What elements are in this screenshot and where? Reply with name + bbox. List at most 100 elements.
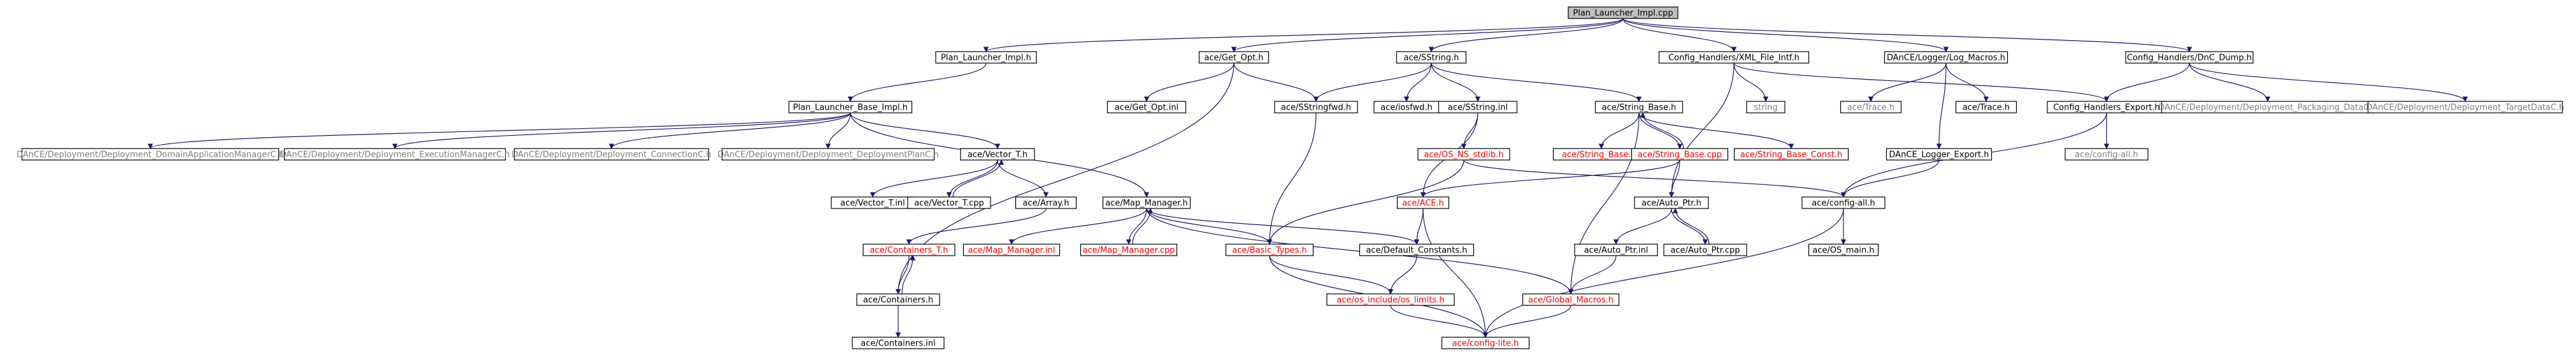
node-label: DAnCE/Deployment/Deployment_Packaging_Da… — [2158, 103, 2377, 113]
graph-node-vector-h[interactable]: ace/Vector_T.h — [960, 148, 1035, 161]
node-box — [1631, 148, 1729, 161]
node-label: ace/Containers_T.h — [869, 246, 948, 256]
graph-node-defconst-h[interactable]: ace/Default_Constants.h — [1359, 244, 1475, 256]
node-box — [1885, 148, 1993, 161]
graph-node-containers-h[interactable]: ace/Containers.h — [856, 293, 940, 306]
graph-node-containers-inl[interactable]: ace/Containers.inl — [852, 337, 945, 349]
graph-node-sstring-inl[interactable]: ace/SString.inl — [1438, 101, 1518, 113]
dependency-edge — [1387, 255, 1417, 295]
graph-node-mm-cpp[interactable]: ace/Map_Manager.cpp — [1080, 244, 1178, 256]
graph-node-configlite-h[interactable]: ace/config-lite.h — [1441, 337, 1530, 349]
graph-node-array-h[interactable]: ace/Array.h — [1015, 196, 1077, 209]
graph-node-autoptr-h[interactable]: ace/Auto_Ptr.h — [1634, 196, 1709, 209]
dependency-edge — [895, 62, 1234, 295]
node-label: string — [1754, 103, 1777, 113]
dependency-edge — [2103, 62, 2190, 102]
graph-node-globalmacros-h[interactable]: ace/Global_Macros.h — [1522, 293, 1620, 306]
node-label: ace/SString.h — [1404, 54, 1459, 63]
graph-node-dlexport-h[interactable]: DAnCE_Logger_Export.h — [1885, 148, 1993, 161]
graph-node-dam-c[interactable]: DAnCE/Deployment/Deployment_DomainApplic… — [17, 148, 284, 161]
dependency-edge — [1868, 62, 1947, 102]
node-label: ace/Map_Manager.cpp — [1083, 246, 1175, 256]
graph-node-string-std[interactable]: string — [1746, 101, 1785, 113]
node-label: ace/config-all.h — [2075, 150, 2138, 160]
dependency-edge — [1146, 208, 1420, 245]
dependency-edge — [1463, 159, 1847, 198]
node-box — [1955, 101, 2017, 113]
graph-node-containers-t[interactable]: ace/Containers_T.h — [862, 244, 955, 256]
graph-node-sb-cpp[interactable]: ace/String_Base.cpp — [1631, 148, 1729, 161]
graph-node-configall-h[interactable]: ace/config-all.h — [1801, 196, 1885, 209]
dependency-edge — [1622, 18, 1737, 52]
graph-node-sb-inl[interactable]: ace/String_Base.inl — [1552, 148, 1650, 161]
node-box — [2064, 148, 2149, 161]
node-box — [1015, 196, 1077, 209]
graph-node-autoptr-cpp[interactable]: ace/Auto_Ptr.cpp — [1663, 244, 1747, 256]
graph-node-ace-h[interactable]: ace/ACE.h — [1396, 196, 1450, 209]
graph-node-vector-inl[interactable]: ace/Vector_T.inl — [831, 196, 915, 209]
graph-node-trace-h-gray[interactable]: ace/Trace.h — [1840, 101, 1902, 113]
graph-node-sbconst-h[interactable]: ace/String_Base_Const.h — [1733, 148, 1849, 161]
graph-node-dtdata-c[interactable]: DAnCE/Deployment/Deployment_TargetDataC.… — [2366, 101, 2565, 113]
graph-node-chexport-h[interactable]: Config_Handlers_Export.h — [2047, 101, 2166, 113]
node-label: ace/String_Base.cpp — [1638, 150, 1722, 160]
dependency-edge — [1638, 112, 1683, 149]
edges-layer — [148, 18, 2468, 338]
node-label: Config_Handlers/XML_File_Intf.h — [1668, 54, 1800, 63]
dependency-edge — [1622, 18, 1949, 52]
node-label: ace/Vector_T.inl — [840, 199, 905, 208]
graph-node-dncdump-h[interactable]: Config_Handlers/DnC_Dump.h — [2125, 51, 2254, 64]
graph-node-dconn-c[interactable]: DAnCE/Deployment/Deployment_ConnectionC.… — [512, 148, 712, 161]
graph-node-mapmgr-h[interactable]: ace/Map_Manager.h — [1102, 196, 1191, 209]
graph-node-configall-gray[interactable]: ace/config-all.h — [2064, 148, 2149, 161]
node-label: ace/Get_Opt.h — [1204, 54, 1263, 63]
node-box — [907, 196, 991, 209]
dependency-edge — [1482, 305, 1571, 338]
dependency-edge — [1428, 18, 1624, 52]
dependency-edge — [1482, 208, 1844, 338]
node-box — [960, 148, 1035, 161]
node-box — [1522, 293, 1620, 306]
node-box — [856, 293, 940, 306]
graph-node-oslimits-h[interactable]: ace/os_include/os_limits.h — [1326, 293, 1455, 306]
graph-node-osmain-h[interactable]: ace/OS_main.h — [1808, 244, 1879, 256]
dependency-edge — [1126, 208, 1147, 245]
node-box — [1663, 244, 1747, 256]
graph-node-mm-inl[interactable]: ace/Map_Manager.inl — [962, 244, 1061, 256]
graph-node-dplan-c[interactable]: DAnCE/Deployment/Deployment_DeploymentPl… — [717, 148, 939, 161]
graph-node-trace-h[interactable]: ace/Trace.h — [1955, 101, 2017, 113]
node-box — [721, 148, 935, 161]
nodes-layer: Plan_Launcher_Impl.cppPlan_Launcher_Impl… — [17, 6, 2565, 349]
graph-node-sstring-h[interactable]: ace/SString.h — [1396, 51, 1467, 64]
graph-node-dem-c[interactable]: DAnCE/Deployment/Deployment_ExecutionMan… — [280, 148, 510, 161]
graph-node-pli-h[interactable]: Plan_Launcher_Impl.h — [935, 51, 1037, 64]
graph-node-vector-cpp[interactable]: ace/Vector_T.cpp — [907, 196, 991, 209]
graph-node-plbi-h[interactable]: Plan_Launcher_Base_Impl.h — [788, 101, 913, 113]
graph-node-autoptr-inl[interactable]: ace/Auto_Ptr.inl — [1574, 244, 1658, 256]
node-box — [1441, 337, 1530, 349]
graph-node-xmlfile-h[interactable]: Config_Handlers/XML_File_Intf.h — [1658, 51, 1810, 64]
node-box — [1396, 51, 1467, 64]
node-label: ace/Get_Opt.inl — [1115, 103, 1178, 113]
graph-node-basictypes-h[interactable]: ace/Basic_Types.h — [1225, 244, 1314, 256]
graph-node-getopt-h[interactable]: ace/Get_Opt.h — [1198, 51, 1270, 64]
graph-node-osns-h[interactable]: ace/OS_NS_stdlib.h — [1417, 148, 1510, 161]
node-label: ace/config-all.h — [1812, 199, 1875, 208]
dependency-edge — [1146, 208, 1273, 245]
dependency-edge — [1132, 208, 1154, 245]
dependency-edge — [1233, 62, 1319, 102]
graph-node-iosfwd-h[interactable]: ace/iosfwd.h — [1373, 101, 1440, 113]
graph-node-dpdata-c[interactable]: DAnCE/Deployment/Deployment_Packaging_Da… — [2158, 101, 2377, 113]
dependency-edge — [1733, 62, 2110, 102]
graph-node-root[interactable]: Plan_Launcher_Impl.cpp — [1568, 6, 1678, 19]
graph-node-stringbase-h[interactable]: ace/String_Base.h — [1594, 101, 1684, 113]
node-box — [1225, 244, 1314, 256]
node-label: ace/String_Base_Const.h — [1740, 150, 1842, 160]
node-label: ace/SStringfwd.h — [1281, 103, 1351, 113]
node-label: ace/Trace.h — [1847, 103, 1894, 113]
node-label: Plan_Launcher_Impl.cpp — [1573, 9, 1673, 18]
node-box — [1417, 148, 1510, 161]
graph-node-getopt-inl[interactable]: ace/Get_Opt.inl — [1106, 101, 1187, 113]
graph-node-logmacros-h[interactable]: DAnCE/Logger/Log_Macros.h — [1884, 51, 2008, 64]
graph-node-sstringfwd-h[interactable]: ace/SStringfwd.h — [1274, 101, 1358, 113]
